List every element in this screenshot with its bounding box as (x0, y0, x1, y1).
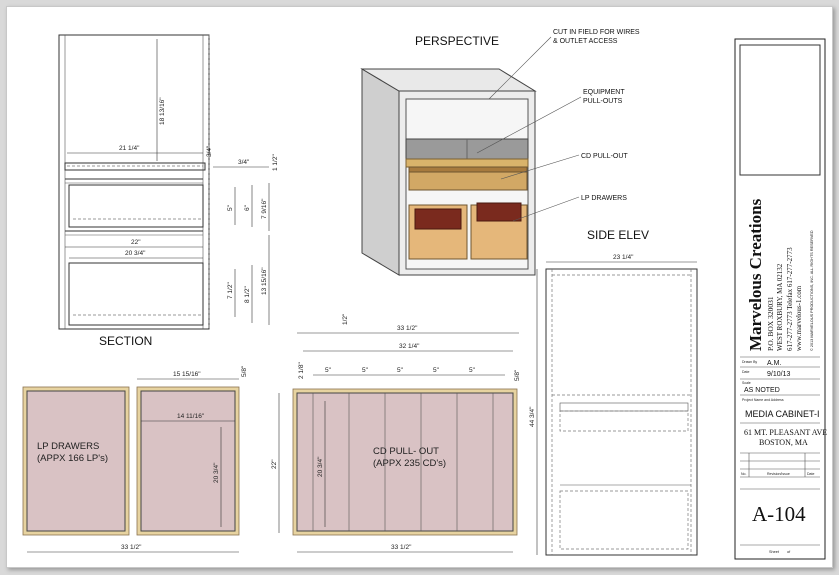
company-address-1: P.O. BOX 320031 (766, 296, 775, 351)
title-block: Marvelous Creations P.O. BOX 320031 WEST… (734, 38, 827, 560)
scale: AS NOTED (744, 387, 780, 394)
company-web: www.marvelous-1.com (795, 285, 803, 351)
dim-cd-inner-width: 32 1/4" (399, 343, 420, 350)
of-label: of (787, 550, 791, 554)
section-view: 18 13/16" 21 1/4" 3/4" 3/4" 1 1/2" 5" 6"… (58, 34, 279, 348)
perspective-cd-drawer (408, 171, 528, 191)
lp-drawer-panel-right (140, 390, 236, 532)
drawn-by: A.M. (767, 360, 781, 367)
dim-cd-slot: 5" (469, 367, 476, 374)
scale-label: Scale (742, 381, 751, 385)
callout-equipment-2: PULL-OUTS (583, 98, 623, 105)
dim-cd-slot: 5" (433, 367, 440, 374)
revision-date-label: Date (807, 472, 814, 476)
dim-cd-height: 20 3/4" (317, 456, 324, 477)
company-phone: 617-277-2773 Telefax 617-277-2773 (786, 247, 794, 351)
callout-cut-in-field-2: & OUTLET ACCESS (553, 38, 618, 45)
perspective-label: PERSPECTIVE (415, 34, 499, 48)
cd-slot-dims: 5" 5" 5" 5" 5" (313, 367, 505, 376)
logo-box (739, 44, 821, 176)
date-label: Date (742, 370, 749, 374)
copyright: © 2013 MARVELOUS PRODUCTIONS, INC. ALL R… (810, 230, 814, 351)
callout-lp-drawers: LP DRAWERS (581, 195, 627, 202)
company-address-2: WEST ROXBURY, MA 02132 (776, 263, 784, 351)
dim-bottom-width-left: 33 1/2" (121, 544, 142, 551)
revision-issue-label: Revision/Issue (767, 472, 790, 476)
dim-lp-width-inner: 14 11/16" (177, 413, 205, 420)
dim-cd-overall-width: 33 1/2" (397, 325, 418, 332)
perspective-view: PERSPECTIVE CUT IN FIELD FOR WIRES & OUT… (360, 29, 640, 276)
dim-bottom-width-right: 33 1/2" (391, 544, 412, 551)
dim-section-inner-width: 21 1/4" (119, 145, 140, 152)
dim-section-3-4-a: 3/4" (206, 145, 213, 157)
cd-pullout-label-2: (APPX 235 CD's) (373, 458, 446, 469)
dim-side-width: 23 1/4" (613, 254, 634, 261)
dim-section-3-4-b: 3/4" (238, 159, 250, 166)
side-elev-cd-drawer (559, 410, 689, 432)
cd-pullout-label-1: CD PULL- OUT (373, 446, 439, 457)
dim-cd-2-1-8: 2 1/8" (298, 362, 305, 379)
project-name-label: Project Name and Address (742, 398, 784, 402)
cd-pullout-panel-view: 33 1/2" 32 1/4" 1/2" 2 1/8" 5/8" 5" 5" 5… (292, 313, 521, 553)
dim-section-7-1-2: 7 1/2" (227, 282, 234, 299)
dim-lp-width-outer: 15 15/16" (173, 371, 201, 378)
dim-section-1-1-2: 1 1/2" (272, 154, 279, 171)
dim-cd-slot: 5" (397, 367, 404, 374)
drawing-sheet: 18 13/16" 21 1/4" 3/4" 3/4" 1 1/2" 5" 6"… (6, 6, 833, 568)
dim-lp-height: 20 3/4" (213, 462, 220, 483)
dim-section-6: 6" (244, 204, 251, 211)
side-elevation-view: SIDE ELEV 23 1/4" 44 3/4" (529, 228, 698, 556)
lp-drawers-label-2: (APPX 166 LP's) (37, 453, 108, 464)
dim-section-7-9-16: 7 9/16" (261, 198, 268, 219)
lp-drawer-panels: LP DRAWERS (APPX 166 LP's) 15 15/16" 14 … (22, 365, 280, 553)
drawing-canvas: 18 13/16" 21 1/4" 3/4" 3/4" 1 1/2" 5" 6"… (22, 29, 827, 560)
sheet-number: A-104 (752, 502, 806, 526)
side-elev-lp-drawer (559, 490, 689, 550)
dim-cd-half: 1/2" (342, 313, 349, 325)
callout-cd-pullout: CD PULL-OUT (581, 153, 628, 160)
side-elev-outline (545, 268, 698, 556)
callout-equipment-1: EQUIPMENT (583, 89, 625, 96)
callout-cut-in-field-1: CUT IN FIELD FOR WIRES (553, 29, 640, 36)
section-lp-drawer (68, 262, 204, 326)
dim-side-height: 44 3/4" (529, 406, 536, 427)
sheet-label: Sheet (769, 550, 780, 554)
dim-section-8-1-2: 8 1/2" (244, 286, 251, 303)
perspective-side-panel (361, 68, 400, 276)
dim-section-5: 5" (227, 204, 234, 211)
dim-section-20-3-4: 20 3/4" (125, 250, 146, 257)
company-name: Marvelous Creations (746, 198, 765, 351)
cd-pullout-panel (296, 392, 514, 532)
project-address-2: BOSTON, MA (759, 438, 808, 447)
dim-section-22: 22" (131, 239, 141, 246)
project-address-1: 61 MT. PLEASANT AVE (744, 428, 827, 437)
dim-section-13-15-16: 13 15/16" (261, 267, 268, 295)
section-label: SECTION (99, 334, 152, 348)
project-name: MEDIA CABINET-I (745, 409, 820, 419)
lp-drawers-label-1: LP DRAWERS (37, 441, 99, 452)
lp-drawer-panel-left (26, 390, 126, 532)
dim-cd-5-8: 5/8" (514, 369, 521, 381)
dim-lp-5-8: 5/8" (241, 365, 248, 377)
drawn-by-label: Drawn By (742, 360, 757, 364)
section-cabinet-outline (58, 34, 210, 330)
revision-no-label: No. (741, 472, 746, 476)
dim-cd-slot: 5" (325, 367, 332, 374)
side-elev-label: SIDE ELEV (587, 228, 649, 242)
dim-section-top-height: 18 13/16" (159, 97, 166, 125)
dim-cd-slot: 5" (362, 367, 369, 374)
dim-overall-height-22: 22" (271, 459, 278, 469)
section-equipment-shelf (64, 162, 206, 171)
date: 9/10/13 (767, 371, 790, 378)
section-cd-drawer (68, 184, 204, 228)
